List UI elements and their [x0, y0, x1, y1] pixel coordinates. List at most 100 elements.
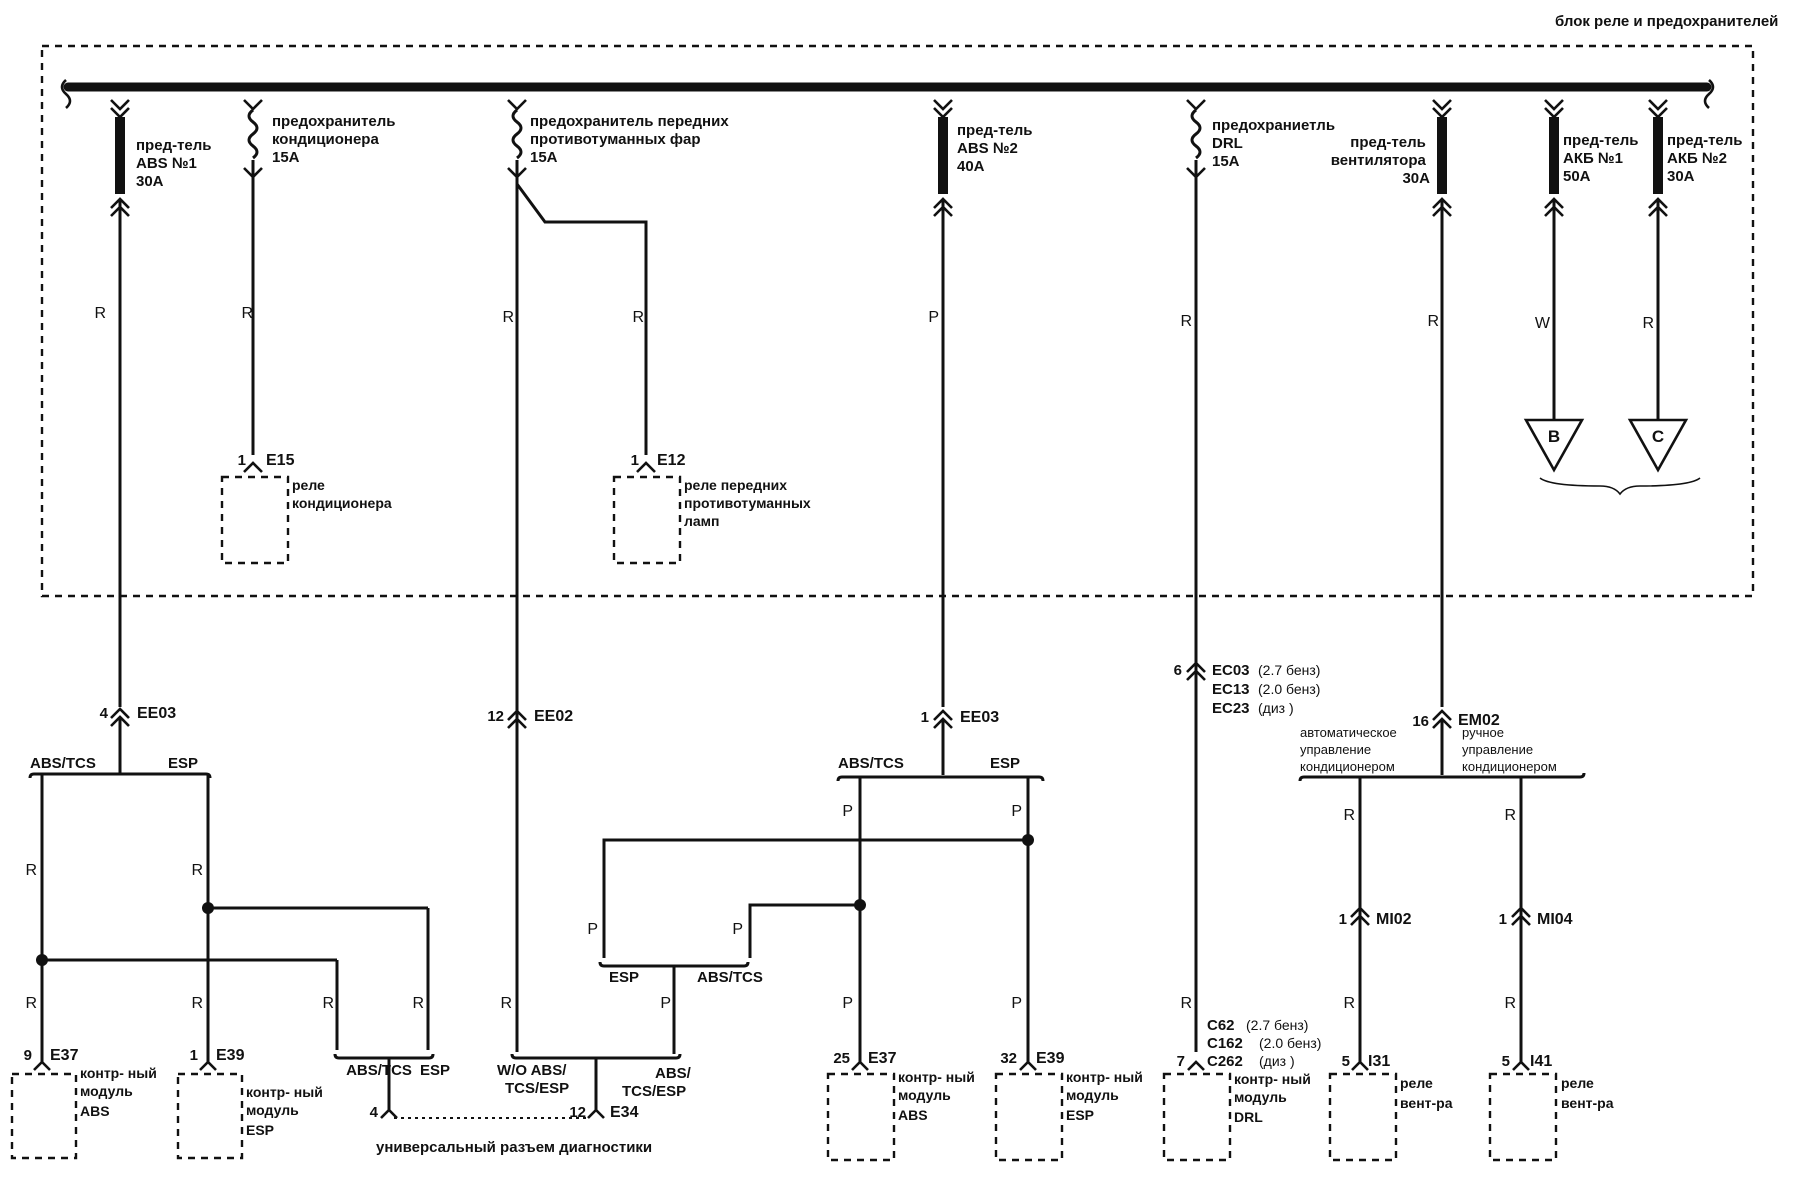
- svg-text:P: P: [1011, 995, 1022, 1012]
- relay-ac-conn: E15: [266, 452, 295, 469]
- em02-pin: 16: [1412, 713, 1429, 730]
- fuse-ac: [243, 99, 263, 455]
- module-abs-right-label: контр- ный модуль ABS: [898, 1069, 979, 1123]
- em02-name: EM02: [1458, 712, 1500, 729]
- svg-text:P: P: [732, 921, 743, 938]
- module-drl-pin: 7: [1177, 1053, 1185, 1070]
- module-fan2-conn: I41: [1530, 1053, 1552, 1070]
- fuse-fan: [1432, 99, 1452, 707]
- fuse-fog-label: предохранитель передних противотуманных …: [530, 113, 733, 166]
- svg-text:R: R: [25, 862, 37, 879]
- svg-text:R: R: [1343, 807, 1355, 824]
- mi04-pin: 1: [1499, 911, 1507, 928]
- module-fan-relay-2: [1488, 1060, 1558, 1162]
- module-drl: [1162, 1060, 1232, 1162]
- module-fan1-pin: 5: [1342, 1053, 1350, 1070]
- module-abs-left-conn: E37: [50, 1047, 79, 1064]
- svg-text:R: R: [191, 862, 203, 879]
- module-abs-right: [826, 1060, 896, 1162]
- connector-em02: [1298, 709, 1586, 1062]
- diag-label: универсальный разъем диагностики: [376, 1139, 652, 1156]
- fuse-fan-label: пред-тель вентилятора 30A: [1331, 134, 1430, 187]
- relay-fog-pin: 1: [631, 452, 639, 469]
- module-fan1-label: реле вент-ра: [1400, 1075, 1453, 1111]
- mid-branch-esp: ESP: [990, 755, 1020, 772]
- svg-text:P: P: [842, 803, 853, 820]
- ee03-mid-pin: 1: [921, 709, 929, 726]
- fuse-bat2: [1648, 99, 1668, 420]
- connector-ee03-left: [110, 707, 130, 774]
- relay-ac-label: реле кондиционера: [292, 477, 392, 511]
- mi02-name: MI02: [1376, 911, 1412, 928]
- svg-text:R: R: [1642, 315, 1654, 332]
- connector-ec: [1186, 661, 1206, 681]
- left-branch-abs-tcs: ABS/TCS: [30, 755, 96, 772]
- svg-text:R: R: [632, 309, 644, 326]
- fuse-drl: [1186, 99, 1206, 1052]
- connector-mi02: [1350, 906, 1370, 926]
- fuse-drl-label: предохраниетль DRL 15A: [1212, 117, 1339, 170]
- module-fan-relay-1: [1328, 1060, 1398, 1162]
- module-esp-left-conn: E39: [216, 1047, 245, 1064]
- fuse-bat1: [1544, 99, 1564, 420]
- terminal-c: C: [1627, 418, 1689, 473]
- module-fan2-label: реле вент-ра: [1561, 1075, 1614, 1111]
- module-abs-right-pin: 25: [833, 1050, 850, 1067]
- diag-branch-right: [394, 1053, 682, 1119]
- power-bus: [60, 79, 1715, 109]
- ee03-left-name: EE03: [137, 705, 176, 722]
- connector-ee02: [507, 709, 527, 729]
- svg-text:R: R: [1343, 995, 1355, 1012]
- diagram-title: блок реле и предохранителей: [1555, 13, 1778, 30]
- mi02-pin: 1: [1339, 911, 1347, 928]
- module-esp-right: [994, 1060, 1064, 1162]
- relay-ac: [220, 461, 290, 565]
- esp-abs-esp: ESP: [609, 969, 639, 986]
- wire-color-codes-upper: R R R R P R R W R: [94, 305, 1654, 332]
- ee03-left-pin: 4: [100, 705, 109, 722]
- relay-fog-label: реле передних противотуманных ламп: [684, 477, 815, 529]
- ec-notes: (2.7 бенз) (2.0 бенз) (диз ): [1258, 662, 1324, 716]
- diag-right-pin: 12: [569, 1104, 586, 1121]
- connector-ee03-mid: [598, 709, 1045, 1062]
- fuse-abs2: [933, 99, 953, 707]
- svg-text:R: R: [1180, 313, 1192, 330]
- connector-mi04: [1511, 906, 1531, 926]
- branch-auto-ac: автоматическое управление кондиционером: [1300, 725, 1400, 774]
- relay-ac-pin: 1: [238, 452, 246, 469]
- svg-text:W: W: [1535, 315, 1551, 332]
- svg-text:R: R: [500, 995, 512, 1012]
- svg-text:R: R: [1427, 313, 1439, 330]
- svg-text:P: P: [928, 309, 939, 326]
- wire-color-codes-right: R R R R: [1343, 807, 1516, 1012]
- module-fan2-pin: 5: [1502, 1053, 1510, 1070]
- module-fan1-conn: I31: [1368, 1053, 1390, 1070]
- fuse-fog: [507, 99, 648, 1052]
- diag-right-abs-tcs-esp: ABS/ TCS/ESP: [622, 1065, 695, 1100]
- terminal-brace: [1539, 477, 1701, 496]
- svg-text:R: R: [25, 995, 37, 1012]
- relay-fog: [612, 461, 682, 565]
- fuse-abs2-label: пред-тель ABS №2 40A: [957, 122, 1037, 175]
- left-branch-split: [28, 772, 430, 1062]
- fuse-bat1-label: пред-тель АКБ №1 50A: [1563, 132, 1643, 185]
- svg-text:C: C: [1652, 427, 1664, 446]
- svg-text:P: P: [842, 995, 853, 1012]
- svg-text:R: R: [502, 309, 514, 326]
- mi04-name: MI04: [1537, 911, 1573, 928]
- fuse-abs1-label: пред-тель ABS №1 30A: [136, 137, 216, 190]
- wire-color-drl: R: [1180, 995, 1192, 1012]
- module-esp-right-label: контр- ный модуль ESP: [1066, 1069, 1147, 1123]
- relay-fog-conn: E12: [657, 452, 686, 469]
- svg-text:R: R: [322, 995, 334, 1012]
- ec-names: EC03 EC13 EC23: [1212, 662, 1254, 717]
- wire-color-codes-left: R R R R R R R: [25, 862, 512, 1012]
- fuse-abs1: [110, 99, 130, 707]
- svg-text:P: P: [587, 921, 598, 938]
- svg-text:P: P: [1011, 803, 1022, 820]
- module-esp-right-pin: 32: [1000, 1050, 1017, 1067]
- left-branch-esp: ESP: [168, 755, 198, 772]
- ee03-mid-name: EE03: [960, 709, 999, 726]
- module-esp-right-conn: E39: [1036, 1050, 1065, 1067]
- ee02-name: EE02: [534, 708, 573, 725]
